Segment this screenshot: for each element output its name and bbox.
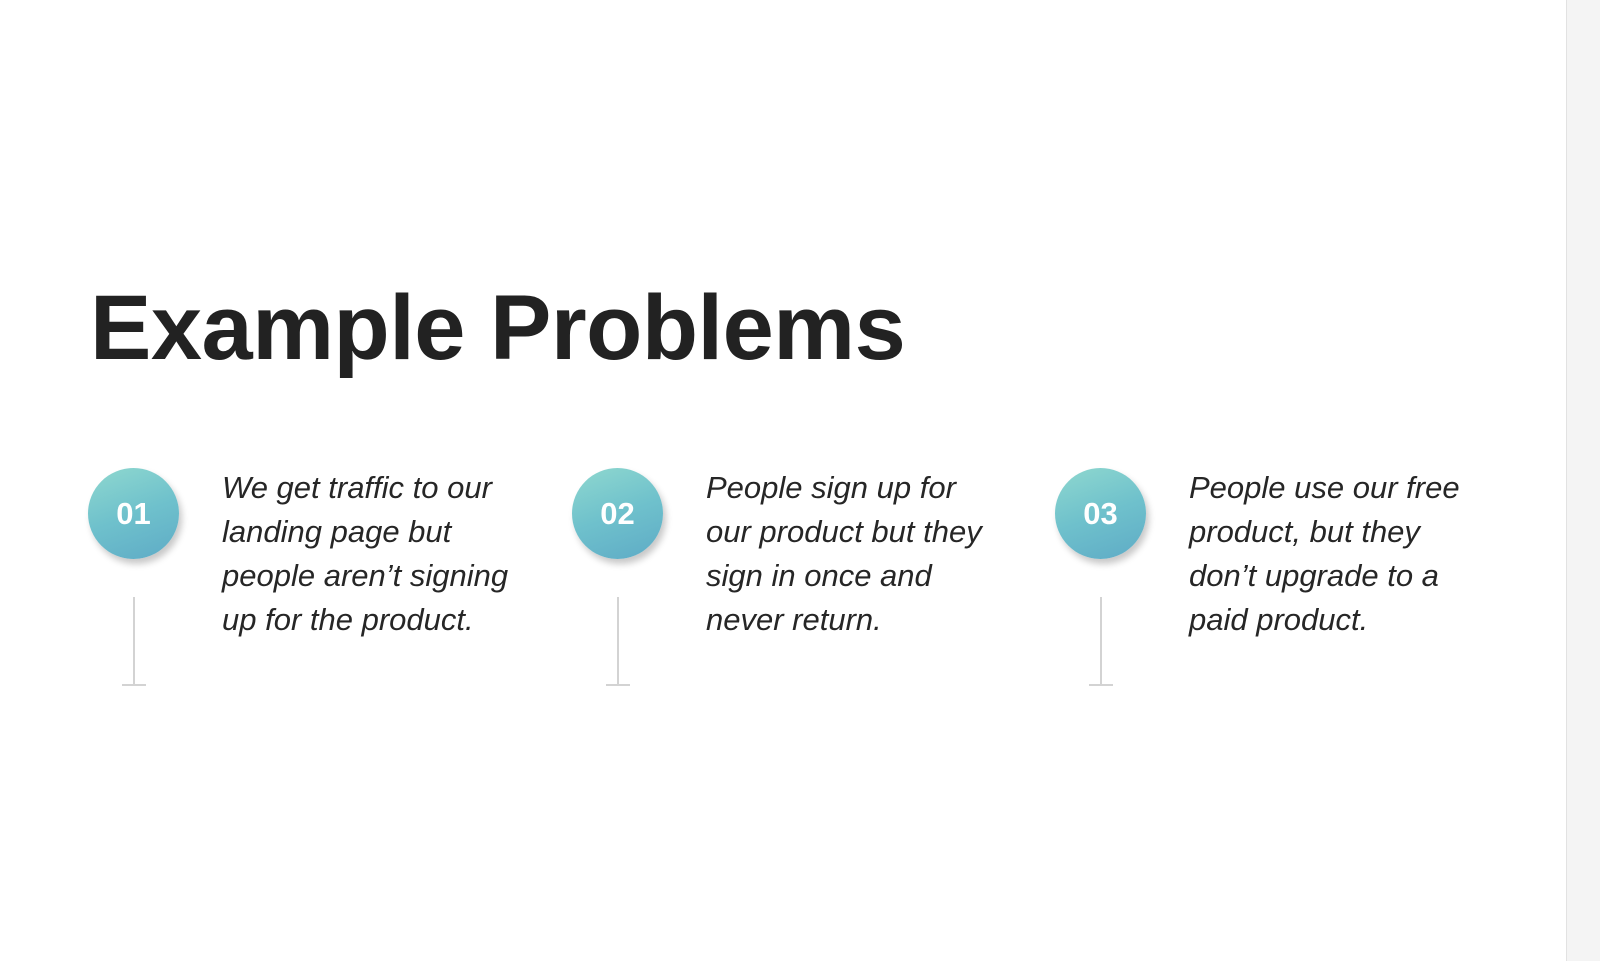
badge-number: 02 bbox=[600, 496, 635, 531]
connector-foot bbox=[606, 684, 630, 686]
connector-foot bbox=[1089, 684, 1113, 686]
problem-text: We get traffic to our landing page but p… bbox=[222, 470, 509, 637]
connector-line bbox=[1100, 597, 1102, 685]
problem-item: 01 We get traffic to our landing page bu… bbox=[88, 466, 528, 696]
connector-line bbox=[617, 597, 619, 685]
connector-foot bbox=[122, 684, 146, 686]
badge-number: 01 bbox=[116, 496, 151, 531]
problem-text: People use our free product, but they do… bbox=[1189, 470, 1460, 637]
slide: Example Problems 01 We get traffic to ou… bbox=[88, 277, 1495, 696]
problem-text: People sign up for our product but they … bbox=[706, 470, 982, 637]
number-badge: 02 bbox=[572, 468, 663, 559]
number-badge: 01 bbox=[88, 468, 179, 559]
problem-item: 02 People sign up for our product but th… bbox=[572, 466, 1012, 696]
page-title: Example Problems bbox=[90, 277, 906, 379]
connector-line bbox=[133, 597, 135, 685]
badge-number: 03 bbox=[1083, 496, 1118, 531]
problem-item: 03 People use our free product, but they… bbox=[1055, 466, 1495, 696]
number-badge: 03 bbox=[1055, 468, 1146, 559]
window-edge-strip bbox=[1566, 0, 1600, 961]
